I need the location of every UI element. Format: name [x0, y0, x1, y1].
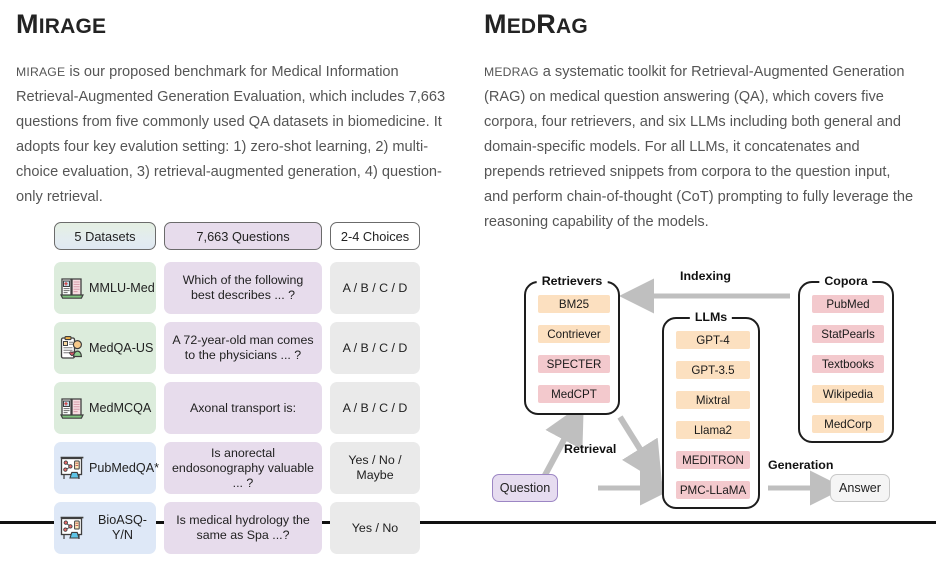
- medrag-description-body: a systematic toolkit for Retrieval-Augme…: [484, 63, 914, 230]
- mirage-description-lead: MIRAGE: [16, 64, 66, 79]
- dataset-label: MMLU-Med: [89, 280, 155, 295]
- flow-label-retrieval: Retrieval: [564, 442, 617, 456]
- group-llms: LLMs GPT-4 GPT-3.5 Mixtral Llama2 MEDITR…: [662, 310, 760, 509]
- group-retrievers: Retrievers BM25 Contriever SPECTER MedCP…: [524, 274, 620, 415]
- llm-chip-gpt35[interactable]: GPT-3.5: [676, 361, 750, 379]
- retriever-chip-contriever[interactable]: Contriever: [538, 325, 610, 343]
- llm-chip-mixtral[interactable]: Mixtral: [676, 391, 750, 409]
- mirage-heading: MIRAGE: [16, 9, 107, 39]
- choices-cell: A / B / C / D: [330, 322, 420, 374]
- llm-chip-meditron[interactable]: MEDITRON: [676, 451, 750, 469]
- mirage-panel: MIRAGE MIRAGE is our proposed benchmark …: [0, 0, 468, 554]
- group-retrievers-title: Retrievers: [536, 274, 608, 288]
- retriever-chip-medcpt[interactable]: MedCPT: [538, 385, 610, 403]
- corpus-chip-statpearls[interactable]: StatPearls: [812, 325, 884, 343]
- group-corpora-title: Copora: [819, 274, 873, 288]
- question-cell: Which of the following best describes ..…: [164, 262, 322, 314]
- dataset-cell: MedQA-US: [54, 322, 156, 374]
- corpus-chip-textbooks[interactable]: Textbooks: [812, 355, 884, 373]
- medrag-heading: MEDRAG: [484, 9, 588, 39]
- table-row: MMLU-Med Which of the following best des…: [54, 262, 420, 314]
- choices-cell: A / B / C / D: [330, 382, 420, 434]
- corpus-chip-pubmed[interactable]: PubMed: [812, 295, 884, 313]
- corpus-chip-medcorp[interactable]: MedCorp: [812, 415, 884, 433]
- corpus-chip-wikipedia[interactable]: Wikipedia: [812, 385, 884, 403]
- medical-book-icon: [59, 395, 85, 421]
- mirage-description-body: is our proposed benchmark for Medical In…: [16, 63, 446, 205]
- question-cell: Is medical hydrology the same as Spa ...…: [164, 502, 322, 554]
- medrag-description: MEDRAG a systematic toolkit for Retrieva…: [468, 40, 936, 235]
- medrag-description-lead: MEDRAG: [484, 64, 539, 79]
- header-choices: 2-4 Choices: [330, 222, 420, 250]
- retriever-chip-specter[interactable]: SPECTER: [538, 355, 610, 373]
- research-poster-icon: [59, 515, 85, 541]
- mirage-description: MIRAGE is our proposed benchmark for Med…: [0, 40, 468, 210]
- medical-book-icon: [59, 275, 85, 301]
- mirage-table: 5 Datasets 7,663 Questions 2-4 Choices: [54, 222, 420, 562]
- llm-chip-pmc-llama[interactable]: PMC-LLaMA: [676, 481, 750, 499]
- medrag-architecture-diagram: Retrievers BM25 Contriever SPECTER MedCP…: [468, 255, 936, 521]
- medrag-panel: MEDRAG MEDRAG a systematic toolkit for R…: [468, 0, 936, 235]
- flow-label-indexing: Indexing: [680, 269, 731, 283]
- group-llms-title: LLMs: [689, 310, 733, 324]
- group-corpora: Copora PubMed StatPearls Textbooks Wikip…: [798, 274, 894, 443]
- terminal-question[interactable]: Question: [492, 474, 558, 502]
- llm-chip-llama2[interactable]: Llama2: [676, 421, 750, 439]
- table-row: MedMCQA Axonal transport is: A / B / C /…: [54, 382, 420, 434]
- terminal-answer[interactable]: Answer: [830, 474, 890, 502]
- retriever-chip-bm25[interactable]: BM25: [538, 295, 610, 313]
- choices-cell: A / B / C / D: [330, 262, 420, 314]
- research-poster-icon: [59, 455, 85, 481]
- clipboard-patient-icon: [59, 335, 85, 361]
- header-questions: 7,663 Questions: [164, 222, 322, 250]
- question-cell: Axonal transport is:: [164, 382, 322, 434]
- dataset-label: MedQA-US: [89, 340, 154, 355]
- dataset-label: PubMedQA*: [89, 460, 160, 475]
- table-row: BioASQ-Y/N Is medical hydrology the same…: [54, 502, 420, 554]
- dataset-cell: MMLU-Med: [54, 262, 156, 314]
- dataset-cell: BioASQ-Y/N: [54, 502, 156, 554]
- mirage-table-header: 5 Datasets 7,663 Questions 2-4 Choices: [54, 222, 420, 250]
- choices-cell: Yes / No / Maybe: [330, 442, 420, 494]
- table-row: PubMedQA* Is anorectal endosonography va…: [54, 442, 420, 494]
- diagram-arrows: [468, 255, 936, 521]
- choices-cell: Yes / No: [330, 502, 420, 554]
- dataset-label: BioASQ-Y/N: [98, 513, 147, 542]
- question-cell: A 72-year-old man comes to the physician…: [164, 322, 322, 374]
- llm-chip-gpt4[interactable]: GPT-4: [676, 331, 750, 349]
- question-cell: Is anorectal endosonography valuable ...…: [164, 442, 322, 494]
- dataset-label: MedMCQA: [89, 400, 152, 415]
- dataset-cell: PubMedQA*: [54, 442, 160, 494]
- table-row: MedQA-US A 72-year-old man comes to the …: [54, 322, 420, 374]
- dataset-cell: MedMCQA: [54, 382, 156, 434]
- flow-label-generation: Generation: [768, 458, 834, 472]
- header-datasets: 5 Datasets: [54, 222, 156, 250]
